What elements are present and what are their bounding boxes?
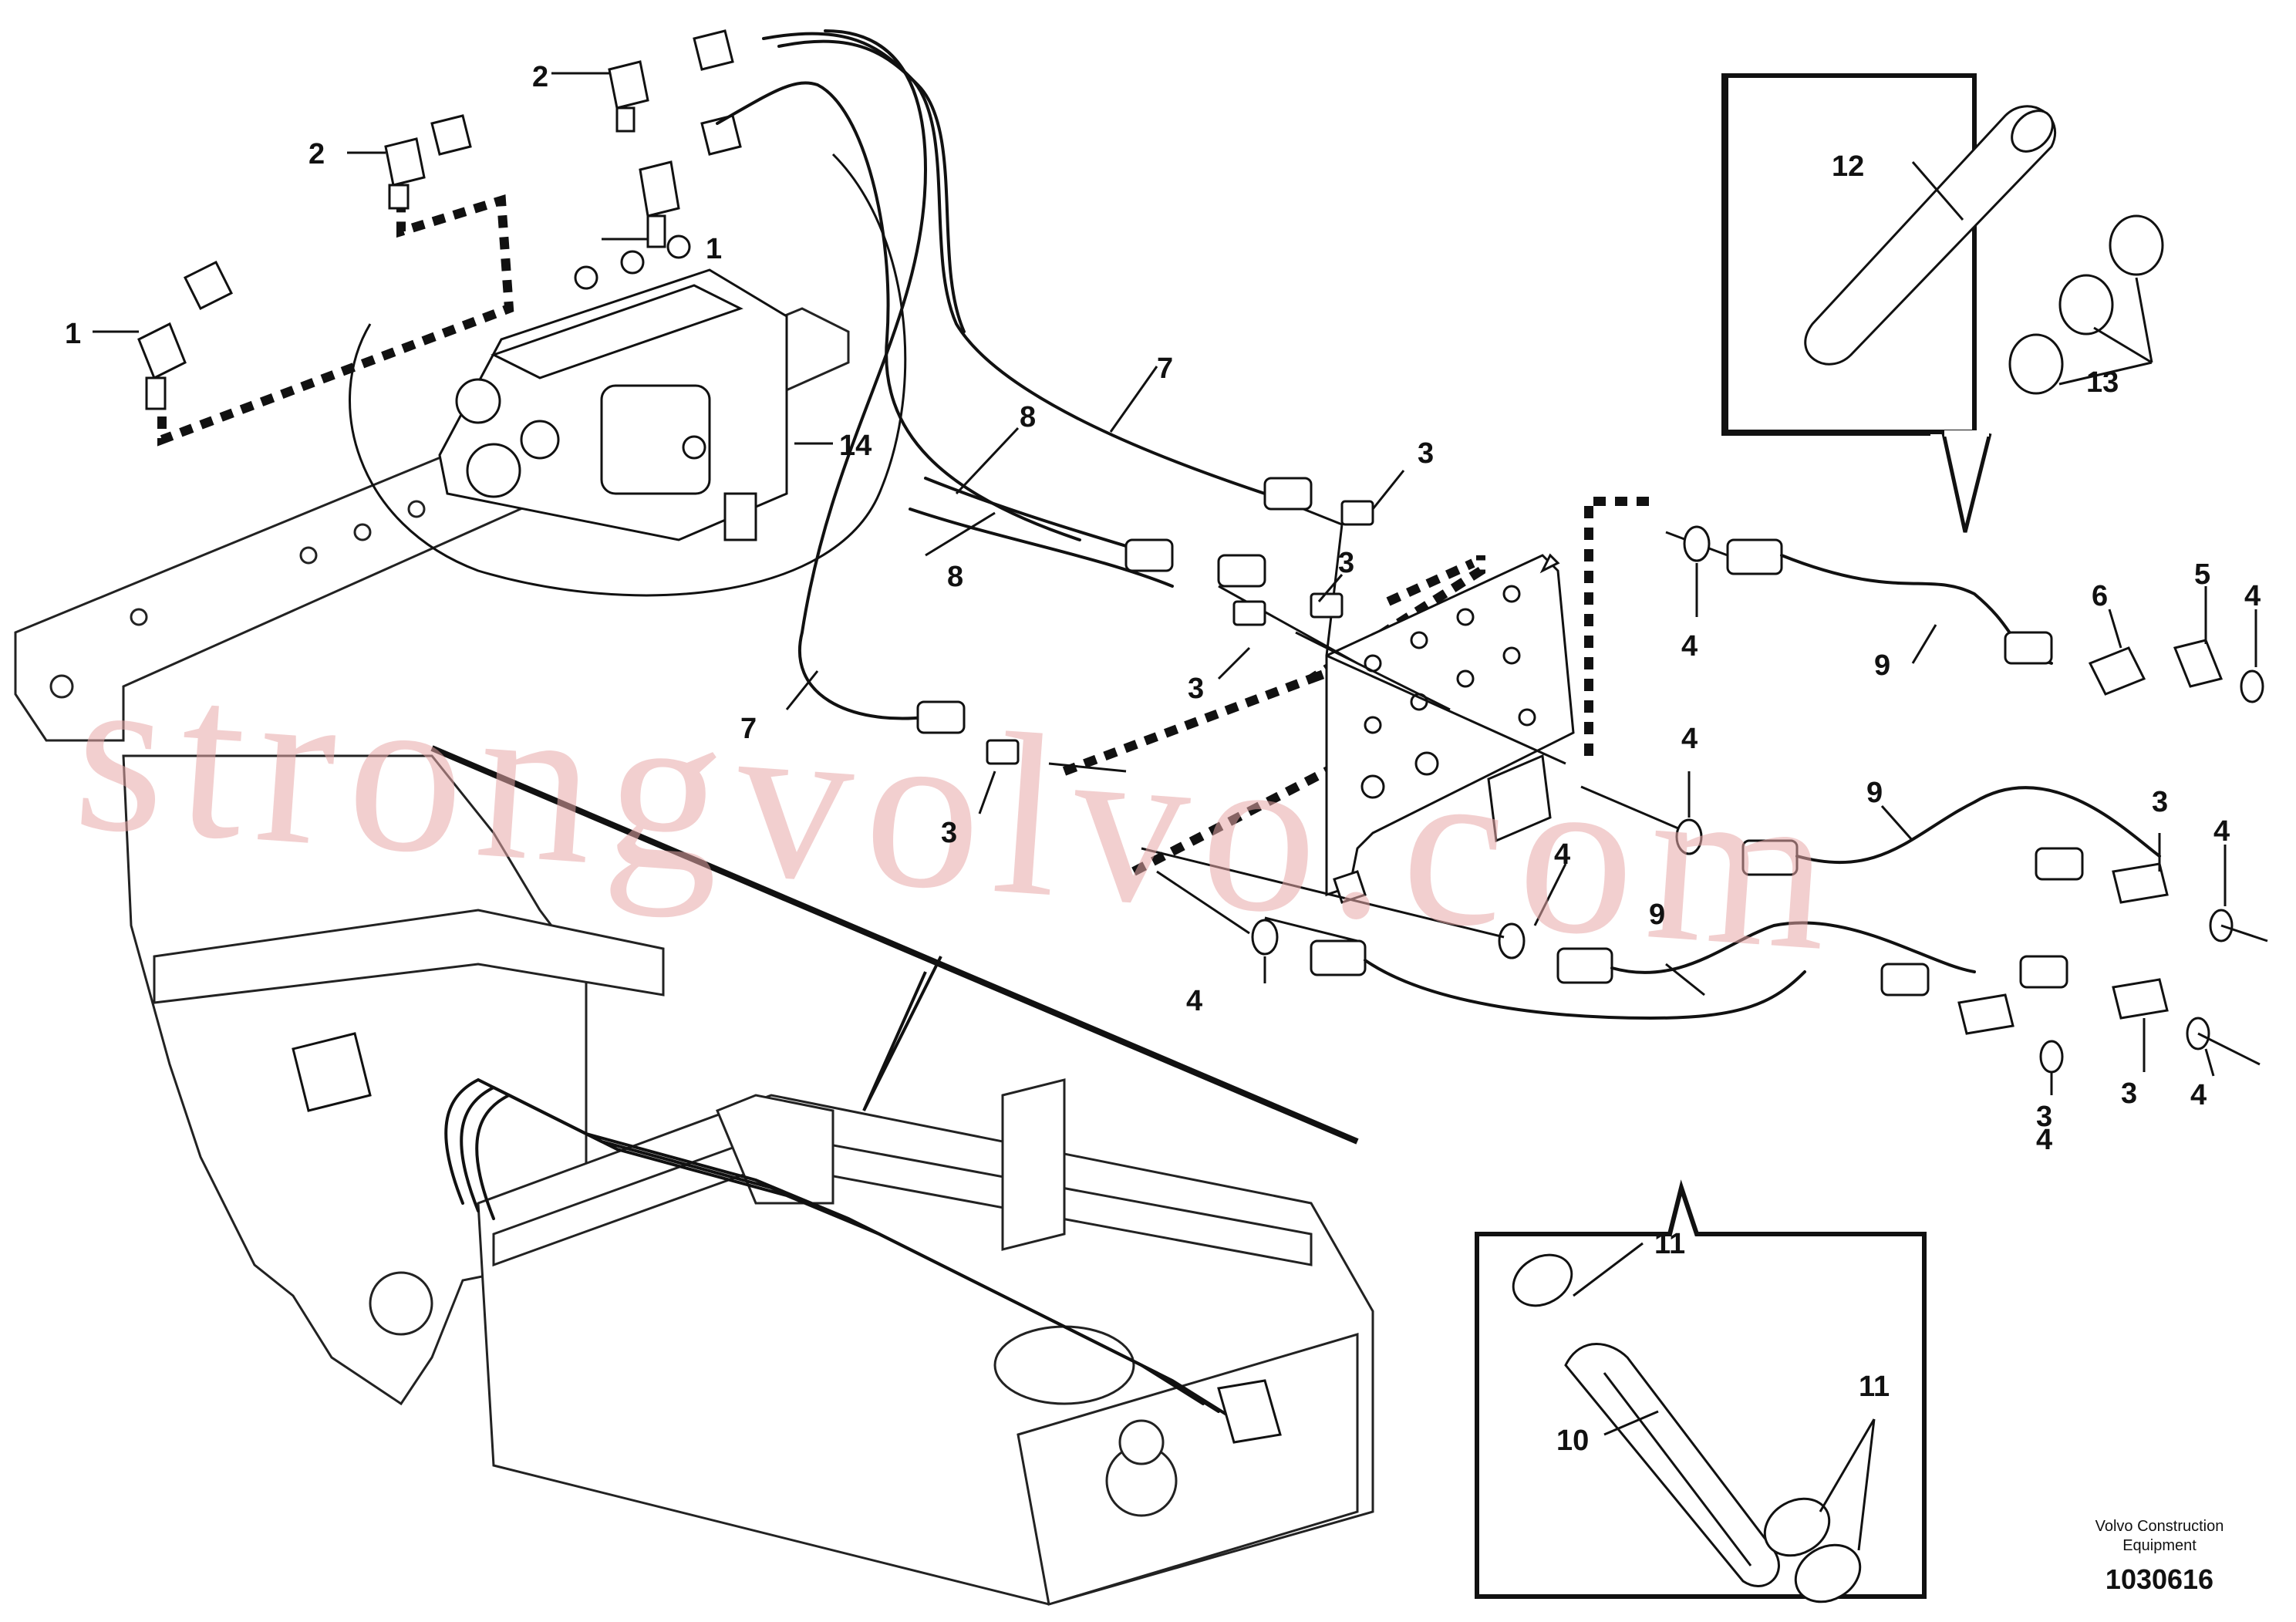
footer: Volvo Construction Equipment 1030616 [2095,1518,2224,1595]
callout-4h: 4 [2036,1124,2052,1156]
seal-kit-pointer [1941,433,1992,533]
callout-4f: 4 [2190,1079,2207,1111]
callout-3f: 3 [2121,1077,2137,1110]
callout-4a: 4 [1681,630,1698,663]
callout-9b: 9 [1866,777,1883,809]
callout-2a: 2 [308,138,325,170]
callout-1b: 1 [706,233,722,265]
callout-14: 14 [839,430,872,462]
callout-7b: 7 [740,713,757,745]
callout-13: 13 [2086,366,2119,399]
callout-4e: 4 [2213,815,2230,848]
callout-labels: 1 1 2 2 14 7 8 8 7 3 3 3 3 3 3 3 4 4 4 4… [65,61,2261,1457]
valve-fittings [137,29,742,410]
callout-9a: 9 [1874,649,1890,682]
callout-4g: 4 [2244,580,2261,612]
callout-3b: 3 [1338,547,1354,579]
callout-4c: 4 [1554,838,1570,871]
control-valve [438,234,788,541]
hose-fittings [916,477,1374,765]
callout-3g: 3 [2036,1101,2052,1133]
callout-4d: 4 [1186,985,1202,1017]
callout-9c: 9 [1649,899,1665,931]
reference-pointer [862,956,942,1111]
machine-frame [122,754,1374,1606]
callout-11a: 11 [1654,1228,1685,1260]
tube-detail-parts [1512,1242,1876,1603]
callout-3e: 3 [2152,786,2168,818]
callout-3d: 3 [941,817,957,849]
callout-8b: 8 [947,561,963,593]
callout-10: 10 [1556,1425,1589,1457]
hoses-right [1141,525,2268,1074]
seal-kit-parts [1804,105,2164,395]
callout-12: 12 [1832,150,1864,183]
callout-4b: 4 [1681,723,1698,755]
callout-7a: 7 [1157,352,1173,385]
callout-6: 6 [2092,580,2108,612]
footer-company-line1: Volvo Construction [2095,1518,2224,1535]
tube-detail-box [1475,1179,1927,1599]
figure-number: 1030616 [2106,1563,2213,1595]
callout-3a: 3 [1418,437,1434,470]
callout-11b: 11 [1859,1371,1890,1403]
reference-line [430,745,1359,1145]
footer-company-line2: Equipment [2122,1537,2197,1554]
callout-5: 5 [2194,558,2210,591]
callout-8a: 8 [1020,401,1036,433]
callout-3c: 3 [1188,673,1204,705]
callout-2b: 2 [532,61,548,93]
callout-1a: 1 [65,318,81,350]
detail-outline [349,153,907,597]
leader-lines [93,72,2257,1095]
